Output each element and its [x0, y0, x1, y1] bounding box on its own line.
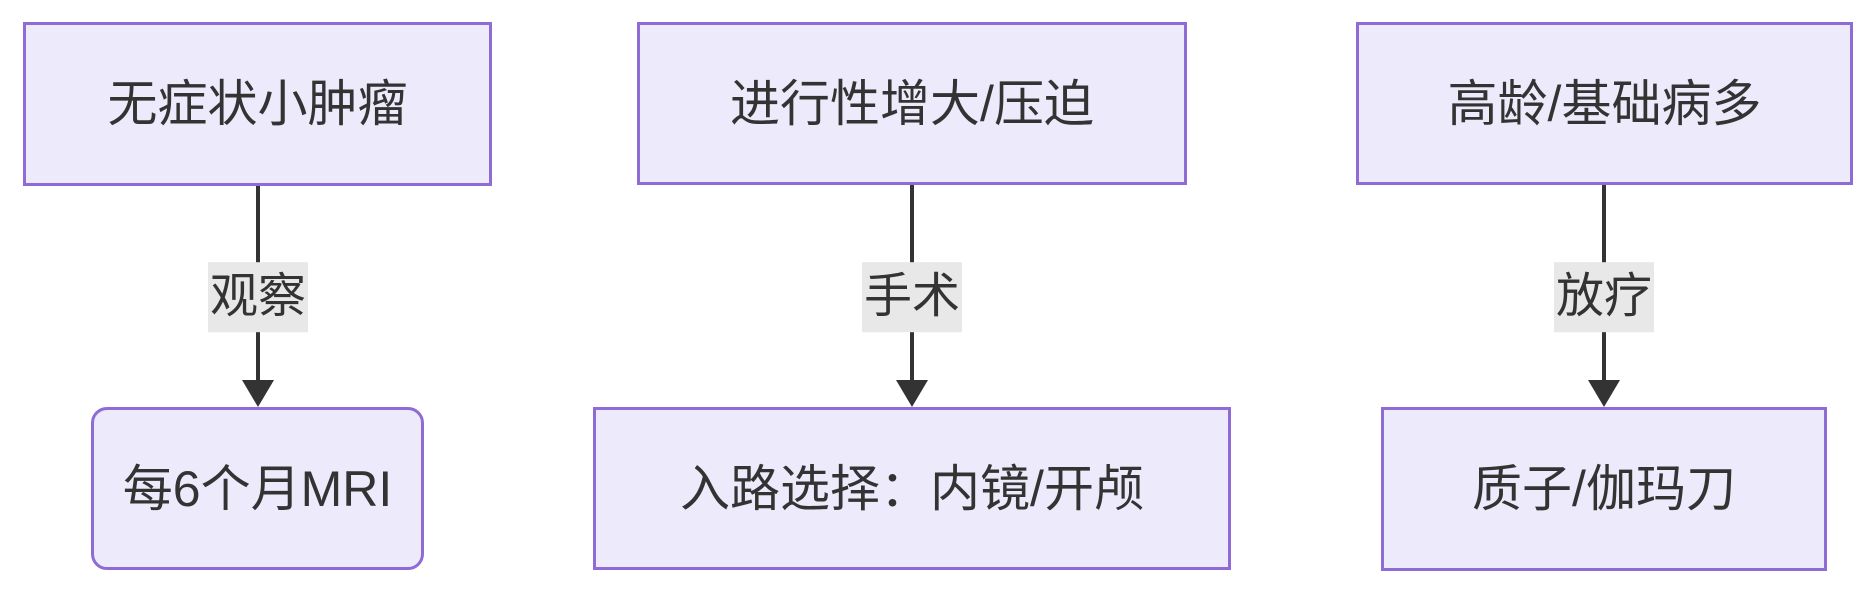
node-approach-selection: 入路选择：内镜/开颅: [593, 407, 1231, 570]
node-label: 入路选择：内镜/开颅: [680, 460, 1144, 517]
edge-label-surgery: 手术: [861, 262, 963, 332]
node-label: 进行性增大/压迫: [730, 75, 1094, 132]
arrow-head-icon: [1588, 380, 1620, 407]
node-elderly-comorbidities: 高龄/基础病多: [1356, 22, 1853, 185]
arrow-head-icon: [242, 380, 274, 407]
node-mri-every-6-months: 每6个月MRI: [91, 407, 424, 570]
edge-label-radiotherapy: 放疗: [1553, 262, 1655, 332]
node-label: 无症状小肿瘤: [107, 76, 408, 132]
node-label: 高龄/基础病多: [1447, 75, 1762, 132]
node-asymptomatic-small-tumor: 无症状小肿瘤: [23, 22, 492, 186]
node-progressive-growth-compression: 进行性增大/压迫: [637, 22, 1187, 185]
node-proton-gamma-knife: 质子/伽玛刀: [1381, 407, 1827, 571]
edge-label-observation: 观察: [207, 262, 309, 332]
arrow-head-icon: [896, 380, 928, 407]
node-label: 每6个月MRI: [122, 460, 393, 517]
node-label: 质子/伽玛刀: [1472, 461, 1736, 517]
